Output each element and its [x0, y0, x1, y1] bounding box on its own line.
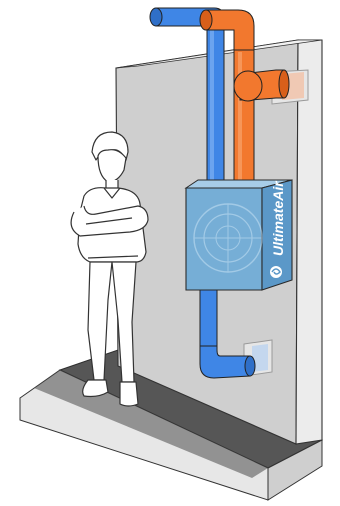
- person-left-shoe: [83, 380, 108, 397]
- unit-brand-label: UltimateAir: [270, 180, 286, 256]
- unit-front-face: [186, 188, 262, 290]
- exhaust-duct-branch-elbow: [234, 71, 262, 101]
- supply-duct-highlight-upper: [210, 28, 214, 186]
- supply-duct-bottom-opening: [245, 356, 255, 376]
- unit-fan-grille-icon: [194, 204, 262, 272]
- swirl-logo-icon: [270, 266, 282, 278]
- supply-duct-riser-upper: [207, 26, 224, 188]
- ventilation-unit: UltimateAir: [186, 180, 292, 290]
- exhaust-duct-top-opening: [200, 10, 212, 30]
- supply-duct-top-opening: [150, 8, 162, 26]
- supply-duct-riser-lower: [200, 290, 217, 350]
- person-right-shoe: [120, 382, 138, 406]
- exhaust-duct-branch-opening: [279, 70, 289, 98]
